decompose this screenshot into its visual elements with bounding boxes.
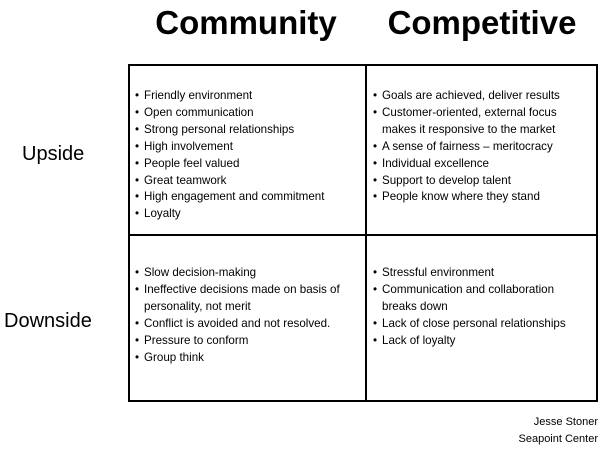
credit-organization: Seapoint Center xyxy=(518,433,599,445)
bullet-item: People know where they stand xyxy=(373,189,560,206)
column-header-competitive: Competitive xyxy=(387,4,577,41)
bullet-item: Individual excellence xyxy=(373,156,560,173)
grid-vertical-divider xyxy=(365,66,367,400)
bullet-item: People feel valued xyxy=(135,156,324,173)
bullet-item: Great teamwork xyxy=(135,173,324,190)
bullet-item: Ineffective decisions made on basis ofpe… xyxy=(135,282,340,316)
row-header-downside: Downside xyxy=(4,310,92,332)
cell-competitive-downside: Stressful environmentCommunication and c… xyxy=(373,265,566,350)
credit-author: Jesse Stoner xyxy=(533,416,598,428)
bullet-item: Pressure to conform xyxy=(135,333,340,350)
bullet-item: Strong personal relationships xyxy=(135,122,324,139)
bullet-item: Lack of close personal relationships xyxy=(373,316,566,333)
cell-community-downside: Slow decision-makingIneffective decision… xyxy=(135,265,340,366)
bullet-item: Loyalty xyxy=(135,206,324,223)
bullet-item: Group think xyxy=(135,350,340,367)
bullet-item: Conflict is avoided and not resolved. xyxy=(135,316,340,333)
bullet-item: High involvement xyxy=(135,139,324,156)
cell-competitive-upside: Goals are achieved, deliver resultsCusto… xyxy=(373,88,560,206)
row-header-upside: Upside xyxy=(22,143,85,165)
bullet-item: Support to develop talent xyxy=(373,173,560,190)
bullet-item: A sense of fairness – meritocracy xyxy=(373,139,560,156)
cell-community-upside: Friendly environmentOpen communicationSt… xyxy=(135,88,324,223)
column-header-community: Community xyxy=(155,4,337,41)
bullet-item: Open communication xyxy=(135,105,324,122)
bullet-item: Lack of loyalty xyxy=(373,333,566,350)
grid-horizontal-divider xyxy=(130,234,596,236)
bullet-item: Stressful environment xyxy=(373,265,566,282)
bullet-item: Slow decision-making xyxy=(135,265,340,282)
bullet-item: Goals are achieved, deliver results xyxy=(373,88,560,105)
quadrant-grid: Friendly environmentOpen communicationSt… xyxy=(128,64,598,402)
bullet-item: High engagement and commitment xyxy=(135,189,324,206)
bullet-item: Friendly environment xyxy=(135,88,324,105)
